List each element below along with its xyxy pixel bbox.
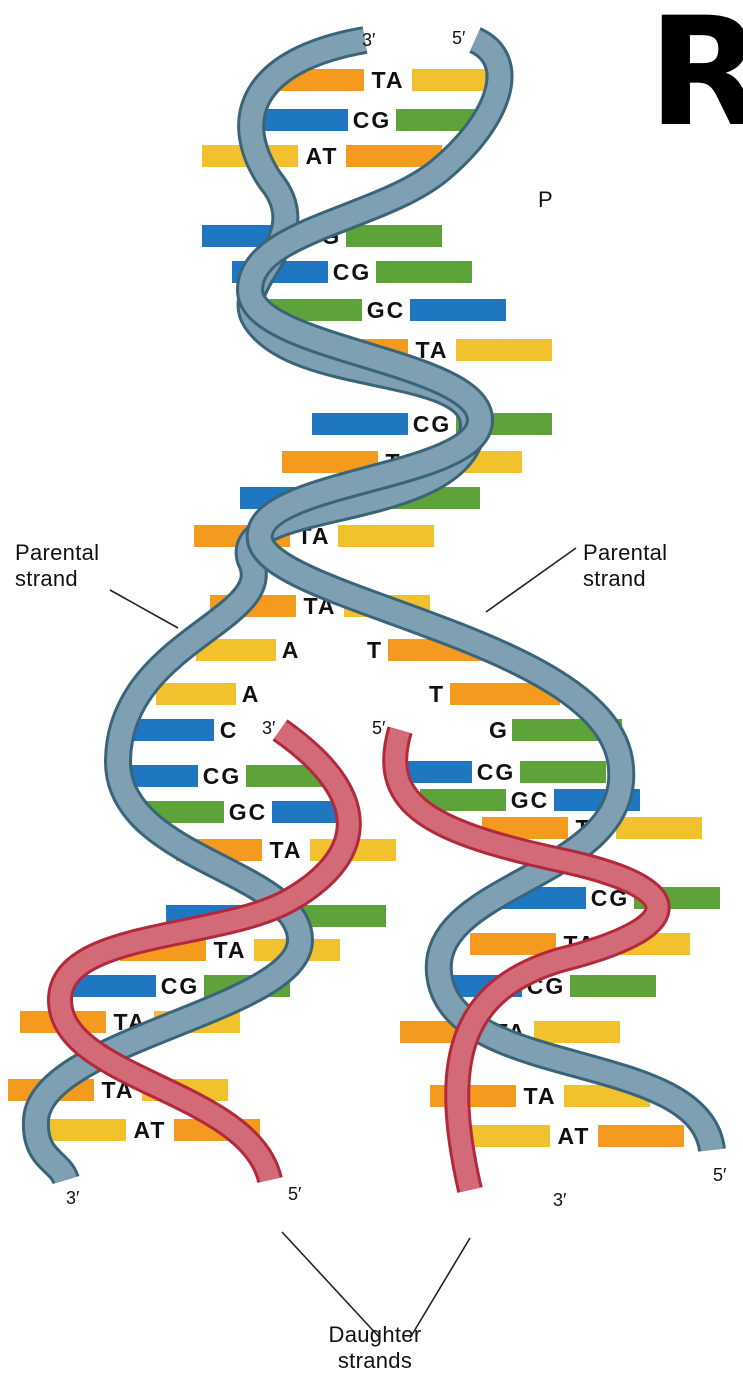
- end-bottom-left-daughter: 5′: [288, 1184, 301, 1205]
- end-top-right: 5′: [452, 28, 465, 49]
- base-a-bar: [454, 339, 552, 361]
- end-bottom-left-parent: 3′: [66, 1188, 79, 1209]
- base-pair-label: TA: [270, 837, 303, 863]
- base-pair-label: CG: [353, 107, 392, 133]
- base-pair: GC: [138, 799, 358, 825]
- base-label: A: [242, 681, 259, 707]
- base-pair-label: TA: [524, 1083, 557, 1109]
- label-line: strands: [312, 1348, 438, 1374]
- base-label: T: [367, 637, 381, 663]
- base-pair: AT: [202, 143, 442, 169]
- base-g-bar: [344, 225, 442, 247]
- daughter-strands-label: Daughter strands: [312, 1322, 438, 1374]
- base-label: G: [489, 717, 507, 743]
- base-t-bar: [430, 1085, 518, 1107]
- base-pair: CG: [252, 107, 492, 133]
- base-label: T: [429, 681, 443, 707]
- unpaired-base: C: [134, 717, 236, 743]
- base-pair-label: GC: [511, 787, 550, 813]
- leader-parental-right: [486, 548, 576, 612]
- base-g-bar: [568, 975, 656, 997]
- base-pair-label: TA: [372, 67, 405, 93]
- base-a-bar: [40, 1119, 128, 1141]
- base-c-bar: [408, 299, 506, 321]
- parental-strand-right-label: Parental strand: [583, 540, 667, 592]
- base-pair-label: GC: [367, 297, 406, 323]
- base-pair-label: CG: [413, 411, 452, 437]
- base-label: A: [282, 637, 299, 663]
- base-c-bar: [134, 719, 214, 741]
- end-right-daughter-top: 5′: [372, 718, 385, 739]
- base-t-bar: [596, 1125, 684, 1147]
- base-g-bar: [518, 761, 606, 783]
- base-pair-label: TA: [214, 937, 247, 963]
- base-c-bar: [312, 413, 410, 435]
- leader-parental-left: [110, 590, 178, 628]
- base-pair-label: CG: [203, 763, 242, 789]
- base-pair: CG: [312, 411, 552, 437]
- end-bottom-right-daughter: 3′: [553, 1190, 566, 1211]
- base-pair: CG: [386, 759, 606, 785]
- end-bottom-right-parent: 5′: [713, 1165, 726, 1186]
- label-line: Parental: [15, 540, 99, 566]
- base-a-bar: [614, 817, 702, 839]
- base-pair: CG: [112, 763, 332, 789]
- base-pair-label: AT: [306, 143, 339, 169]
- label-line: Daughter: [312, 1322, 438, 1348]
- label-line: strand: [15, 566, 99, 592]
- parental-strand-left-label: Parental strand: [15, 540, 99, 592]
- base-pair-label: CG: [333, 259, 372, 285]
- base-a-bar: [156, 683, 236, 705]
- unpaired-base: A: [156, 681, 258, 707]
- end-left-daughter-top: 3′: [262, 718, 275, 739]
- label-line: strand: [583, 566, 667, 592]
- base-a-bar: [532, 1021, 620, 1043]
- base-a-bar: [336, 525, 434, 547]
- base-pair-label: GC: [229, 799, 268, 825]
- base-pair-label: AT: [558, 1123, 591, 1149]
- base-g-bar: [374, 261, 472, 283]
- base-pair-label: CG: [161, 973, 200, 999]
- base-pair-label: AT: [134, 1117, 167, 1143]
- base-a-bar: [464, 1125, 552, 1147]
- base-label: C: [220, 717, 237, 743]
- end-top-left: 3′: [362, 30, 375, 51]
- label-line: Parental: [583, 540, 667, 566]
- base-pair-label: CG: [477, 759, 516, 785]
- base-pair: AT: [464, 1123, 684, 1149]
